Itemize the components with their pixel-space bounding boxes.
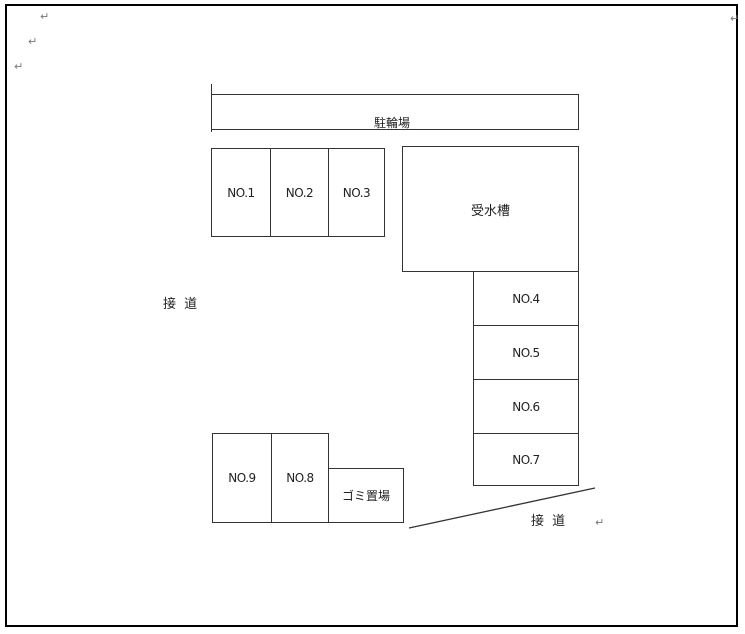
slot-label: NO.6 <box>512 399 540 414</box>
bicycle-parking-label: 駐輪場 <box>374 116 411 130</box>
page-frame <box>5 4 738 627</box>
parking-slot-no2: NO.2 <box>270 148 329 237</box>
paragraph-mark: ↵ <box>730 12 740 25</box>
paragraph-mark: ↵ <box>28 35 38 48</box>
parking-slot-no8: NO.8 <box>271 433 329 523</box>
water-tank-label: 受水槽 <box>470 203 510 219</box>
paragraph-mark: ↵ <box>14 60 24 73</box>
slot-label: NO.4 <box>512 291 540 306</box>
road-label-left: 接 道 <box>163 297 200 312</box>
slot-label: NO.2 <box>285 185 314 200</box>
bicycle-parking-area <box>211 94 579 130</box>
slot-label: NO.7 <box>512 452 540 467</box>
parking-slot-no5: NO.5 <box>473 325 579 380</box>
slot-label: NO.5 <box>512 345 540 360</box>
water-tank-area: 受水槽 <box>402 146 579 272</box>
road-edge-segment <box>408 487 596 529</box>
paragraph-mark: ↵ <box>595 516 605 529</box>
slot-label: NO.1 <box>227 185 255 200</box>
road-label-bottom: 接 道 <box>531 514 568 529</box>
slot-label: NO.3 <box>342 185 371 200</box>
parking-slot-no9: NO.9 <box>212 433 272 523</box>
parking-slot-no4: NO.4 <box>473 271 579 326</box>
parking-slot-no7: NO.7 <box>473 433 579 486</box>
slot-label: NO.9 <box>228 471 256 485</box>
slot-label: NO.8 <box>286 471 314 485</box>
parking-slot-no6: NO.6 <box>473 379 579 434</box>
paragraph-mark: ↵ <box>40 10 50 23</box>
parking-slot-no3: NO.3 <box>328 148 385 237</box>
garbage-area-label: ゴミ置場 <box>341 489 390 503</box>
garbage-area: ゴミ置場 <box>328 468 404 523</box>
